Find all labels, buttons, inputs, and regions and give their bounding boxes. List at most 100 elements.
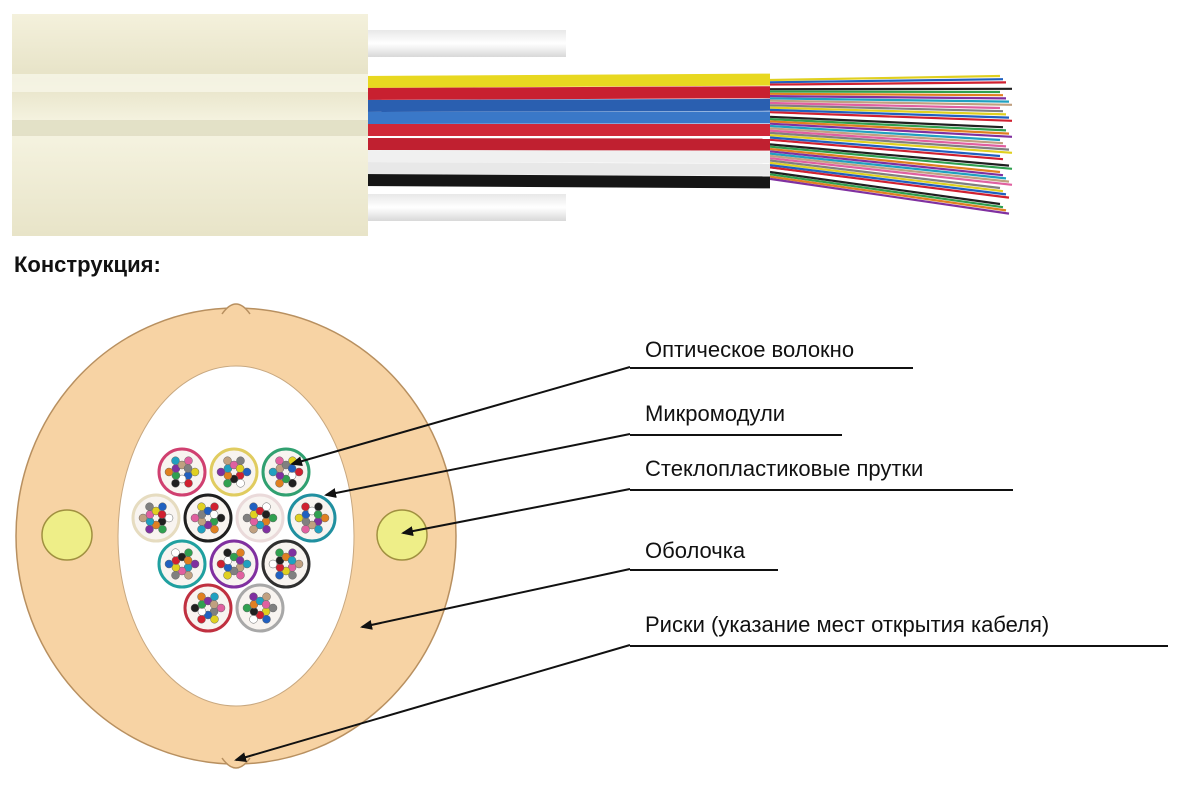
fiber-strand (769, 177, 1010, 215)
optical-fiber (275, 456, 284, 465)
fiber-strand (769, 145, 1013, 170)
micromodule (131, 493, 181, 543)
optical-fiber (288, 571, 297, 580)
fiber-strand (769, 157, 1013, 186)
underline-optical-fiber (630, 367, 913, 369)
optical-fiber (236, 479, 245, 488)
optical-fiber (242, 467, 252, 477)
optical-fiber (145, 525, 154, 534)
optical-fiber (268, 513, 278, 523)
optical-fiber (268, 603, 278, 613)
fiber-strand (769, 81, 1007, 86)
tube-8 (360, 162, 770, 176)
optical-fiber (242, 513, 252, 523)
fiber-strand (769, 97, 1010, 103)
fiber-strand (769, 150, 1004, 177)
fiber-strand (769, 147, 1001, 174)
cable-cross-section (15, 303, 457, 769)
optical-fiber (235, 556, 245, 565)
fiber-strand (769, 127, 1004, 145)
optical-fiber (164, 559, 174, 569)
optical-fiber (223, 479, 232, 488)
micromodule (157, 447, 207, 497)
optical-fiber (236, 456, 245, 465)
fiber-strand (769, 134, 1013, 154)
fiber-strand (769, 78, 1004, 84)
label-sheath: Оболочка (645, 538, 746, 563)
optical-fiber (301, 502, 310, 511)
strength-rod-top (360, 30, 566, 57)
fiber-strand (769, 175, 1007, 212)
fiber-strand (769, 108, 1010, 119)
fiber-strand (769, 131, 1010, 151)
optical-fiber (223, 571, 232, 580)
optical-fiber (223, 456, 232, 465)
optical-fiber (190, 467, 200, 477)
optical-fiber (261, 600, 271, 609)
fiber-strand (769, 124, 1001, 142)
optical-fiber (301, 525, 310, 534)
optical-fiber (288, 456, 297, 465)
optical-fiber (223, 548, 232, 557)
micromodule (183, 583, 233, 633)
optical-fiber (236, 548, 245, 557)
optical-fiber (216, 603, 226, 613)
optical-fiber (249, 592, 258, 601)
cable-side-view (12, 14, 1013, 236)
optical-fiber (209, 600, 219, 609)
optical-fiber (145, 502, 154, 511)
fiber-strand (769, 161, 1004, 193)
optical-fiber (294, 559, 304, 569)
micromodule-tubes (360, 73, 770, 189)
optical-fiber (262, 502, 271, 511)
fiber-strand (769, 120, 1010, 135)
fiber-strand (769, 84, 1010, 88)
fiber-strand (769, 173, 1004, 209)
optical-fiber (164, 467, 174, 477)
fiber-strand (769, 106, 1007, 116)
micromodule-group (131, 447, 337, 633)
optical-fiber (209, 510, 219, 519)
optical-fiber (158, 502, 167, 511)
optical-fiber (171, 571, 180, 580)
micromodule (183, 493, 233, 543)
fiber-fan (769, 74, 1013, 215)
marking-notch-top (221, 303, 251, 315)
optical-fiber (216, 559, 226, 569)
optical-fiber (164, 513, 174, 523)
underline-rods (630, 489, 1013, 491)
optical-fiber (210, 525, 219, 534)
tube-2 (360, 86, 770, 100)
optical-fiber (268, 467, 278, 477)
fiber-strand (769, 90, 1001, 94)
optical-fiber (216, 467, 226, 477)
fiber-strand (769, 136, 1001, 158)
fiber-strand (769, 111, 1013, 122)
fiber-strand (769, 99, 1013, 106)
strength-rod-bottom (360, 194, 566, 221)
underline-sheath (630, 569, 778, 571)
fiber-strand (769, 104, 1004, 113)
optical-fiber (235, 464, 245, 473)
optical-fiber (210, 502, 219, 511)
optical-fiber (262, 615, 271, 624)
optical-fiber (262, 592, 271, 601)
optical-fiber (249, 615, 258, 624)
fiber-strand (769, 74, 1001, 82)
optical-fiber (275, 571, 284, 580)
optical-fiber (184, 456, 193, 465)
label-marks: Риски (указание мест открытия кабеля) (645, 612, 1050, 637)
optical-fiber (190, 603, 200, 613)
fiber-strand (769, 138, 1004, 161)
optical-fiber (197, 525, 206, 534)
optical-fiber (216, 513, 226, 523)
fiber-strand (769, 141, 1007, 164)
optical-fiber (190, 513, 200, 523)
tube-7 (360, 150, 770, 164)
fiber-strand (769, 129, 1007, 148)
fiber-strand (769, 115, 1004, 129)
fiber-strand (769, 113, 1001, 126)
optical-fiber (294, 467, 304, 477)
tube-9 (360, 174, 770, 189)
fiber-strand (769, 166, 1010, 199)
